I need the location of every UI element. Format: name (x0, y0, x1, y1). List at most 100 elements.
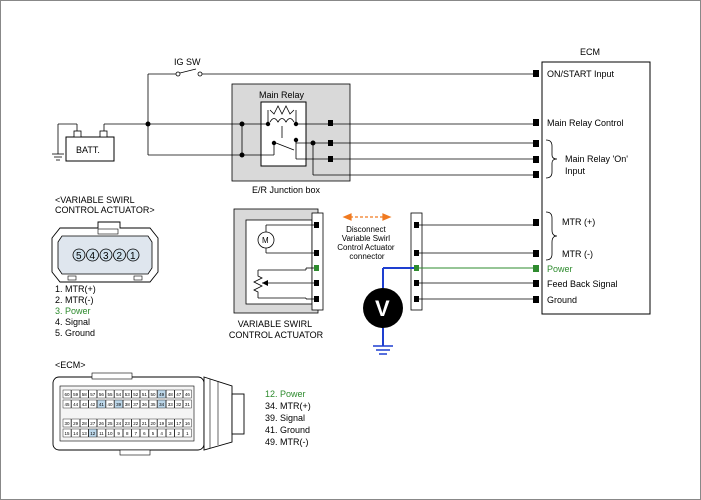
ground-symbol (373, 345, 393, 355)
ecm-pin-59 (71, 389, 80, 399)
ecm-pin-29 (71, 418, 80, 428)
actuator-pin-list-item-1: 1. MTR(+) (55, 284, 96, 294)
voltmeter-leads (382, 267, 414, 346)
ecm-pin-label-44: 44 (73, 402, 79, 407)
actuator-pin-4 (86, 248, 99, 262)
actuator-pins (314, 222, 319, 302)
ecm-pin-label-19: 19 (159, 421, 165, 426)
ecm-pin-label-12: 12 (90, 431, 96, 436)
ecm-pin-label-56: 56 (99, 392, 105, 397)
ecm-pin-36 (140, 399, 149, 409)
ecm-pin-35 (148, 399, 158, 409)
ecm-pin-label-50: 50 (150, 392, 156, 397)
ecm-pin-label-30: 30 (64, 421, 70, 426)
ig-switch-label: IG SW (174, 57, 201, 67)
actuator-pin-label-4: 4 (90, 251, 96, 262)
ecm-pin-58 (79, 389, 89, 399)
ecm-pin-50 (148, 389, 158, 399)
ecm-main-relay-on-input: Main Relay 'On' Input (565, 154, 630, 176)
ecm-pin-label-13: 13 (82, 431, 88, 436)
ecm-pin-label-14: 14 (73, 431, 79, 436)
ecm-pin-label-20: 20 (150, 421, 156, 426)
ecm-pin-label-31: 31 (185, 402, 191, 407)
ecm-pin-4 (157, 428, 166, 438)
harness-wires (419, 224, 533, 300)
ecm-pin-label-5: 5 (152, 431, 155, 436)
ecm-pin-label-4: 4 (160, 431, 163, 436)
brace-mtr (545, 211, 558, 261)
ecm-pin-label-32: 32 (176, 402, 182, 407)
ecm-pin-46 (183, 389, 192, 399)
brace-main-relay-on (545, 139, 558, 179)
ecm-pin-47 (174, 389, 184, 399)
ecm-pin-15 (62, 428, 72, 438)
ecm-pin-label-37: 37 (133, 402, 139, 407)
ecm-pin-list-item-5: 49. MTR(-) (265, 437, 309, 447)
ecm-pin-1 (183, 428, 192, 438)
ecm-pin-label-26: 26 (99, 421, 105, 426)
ecm-pin-16 (183, 418, 192, 428)
ecm-pin-42 (88, 399, 98, 409)
ecm-connector-title: <ECM> (55, 360, 86, 370)
relay-wire-nodes (239, 121, 316, 158)
actuator-pin-label-5: 5 (76, 251, 82, 262)
main-relay-label: Main Relay (259, 90, 305, 100)
ecm-pin-label-24: 24 (116, 421, 122, 426)
ecm-title: ECM (580, 47, 600, 57)
ecm-pin-label-11: 11 (99, 431, 104, 436)
actuator-wires (253, 224, 314, 300)
ecm-pin-45 (62, 399, 72, 409)
wiper-arrow (262, 280, 268, 286)
ecm-pin-label-28: 28 (82, 421, 88, 426)
ecm-pin-list-item-1: 12. Power (265, 389, 306, 399)
ecm-pin-label-45: 45 (64, 402, 70, 407)
ecm-pin-17 (174, 418, 184, 428)
ecm-pin-13 (79, 428, 89, 438)
ecm-pin-11 (97, 428, 106, 438)
actuator-pin-list-item-4: 4. Signal (55, 317, 90, 327)
ecm-pin-6 (140, 428, 149, 438)
ecm-box (541, 61, 651, 315)
ecm-pin-7 (131, 428, 141, 438)
ecm-pin-label-25: 25 (107, 421, 113, 426)
actuator-pin-5 (72, 248, 86, 262)
ecm-pin-label-1: 1 (186, 431, 189, 436)
ecm-pin-51 (140, 389, 149, 399)
actuator-connector-title: <VARIABLE SWIRL CONTROL ACTUATOR> (55, 195, 155, 215)
ecm-pin-label-53: 53 (125, 392, 131, 397)
ecm-pin-33 (165, 399, 175, 409)
ecm-pin-23 (122, 418, 132, 428)
ecm-pin-21 (140, 418, 149, 428)
ecm-pin-label-22: 22 (133, 421, 139, 426)
ecm-pin-label-47: 47 (176, 392, 182, 397)
ecm-pin-49 (157, 389, 166, 399)
ecm-ground: Ground (547, 295, 577, 305)
actuator-title: VARIABLE SWIRL CONTROL ACTUATOR (229, 319, 324, 340)
ecm-pin-label-58: 58 (82, 392, 88, 397)
ecm-pin-30 (62, 418, 72, 428)
actuator-pin-list-item-3: 3. Power (55, 306, 91, 316)
ecm-pin-41 (97, 399, 106, 409)
disconnect-note: Disconnect Variable Swirl Control Actuat… (337, 225, 397, 261)
voltmeter (363, 288, 403, 328)
ecm-pin-list-item-2: 34. MTR(+) (265, 401, 311, 411)
relay-internals (267, 105, 297, 152)
ecm-pin-label-10: 10 (107, 431, 113, 436)
ecm-mtr-plus: MTR (+) (562, 217, 595, 227)
junction-pins (328, 120, 333, 162)
ecm-pin-54 (114, 389, 123, 399)
ecm-pin-32 (174, 399, 184, 409)
actuator-pin-label-1: 1 (130, 251, 136, 262)
ecm-pin-label-15: 15 (64, 431, 70, 436)
ecm-pin-label-34: 34 (159, 402, 165, 407)
ecm-pin-label-46: 46 (185, 392, 191, 397)
ecm-pin-18 (165, 418, 175, 428)
battery-label: BATT. (76, 145, 100, 155)
ecm-pin-label-42: 42 (90, 402, 96, 407)
ecm-pin-8 (122, 428, 132, 438)
ecm-pin-53 (122, 389, 132, 399)
